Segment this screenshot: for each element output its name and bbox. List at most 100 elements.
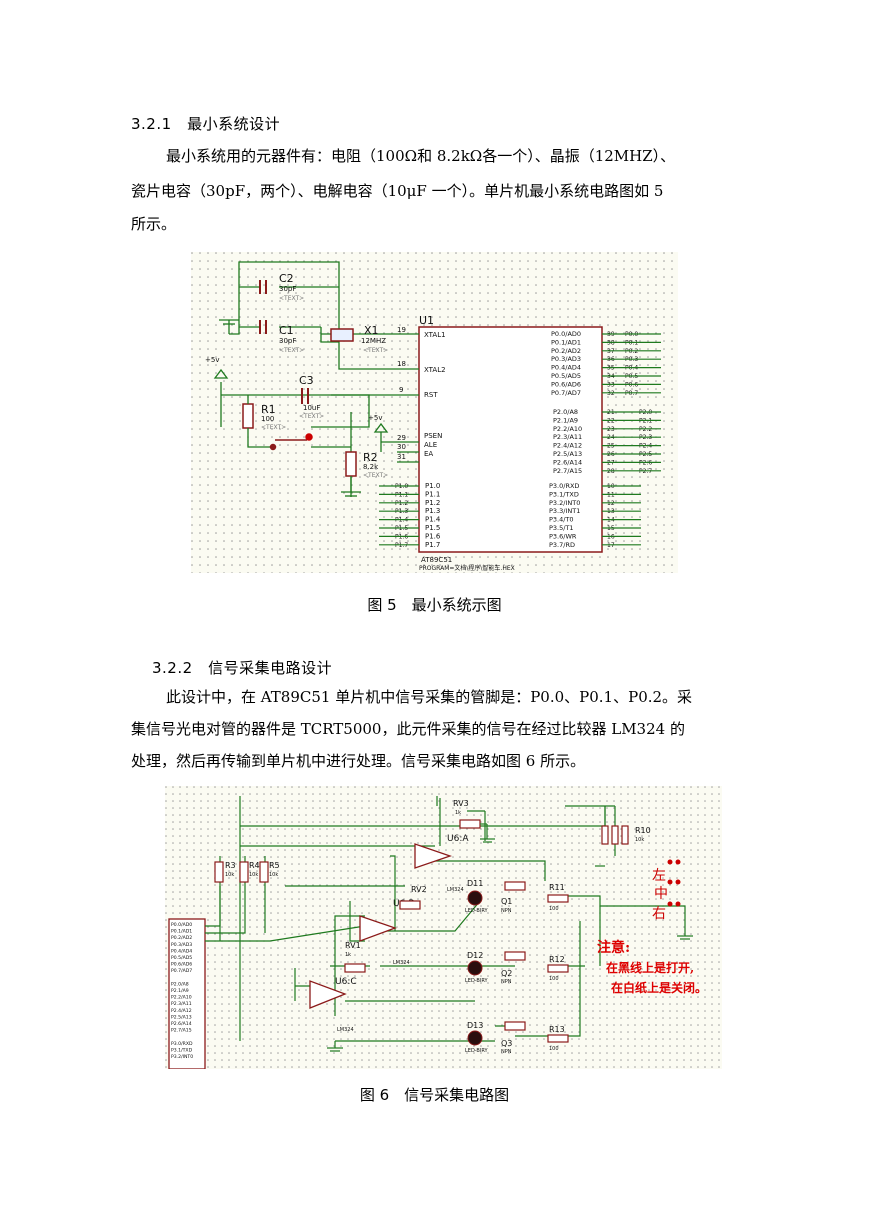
c1-value: 30pF bbox=[279, 337, 296, 345]
section-321-para-line1: 最小系统用的元器件有：电阻（100Ω和 8.2kΩ各一个）、晶振（12MHZ）、 bbox=[166, 147, 676, 165]
p0-pin-label: P0.2/AD2 bbox=[551, 347, 581, 355]
section-322-para-line2: 集信号光电对管的器件是 TCRT5000，此元件采集的信号在经过比较器 LM32… bbox=[131, 720, 685, 738]
rv1-value: 1k bbox=[345, 952, 351, 958]
mcu-pin-label: P2.5/A13 bbox=[171, 1014, 192, 1020]
mcu-pin-label: P0.0/AD0 bbox=[171, 922, 192, 928]
p3-pin-label: P3.3/INT1 bbox=[549, 507, 580, 515]
pin18: 18 bbox=[397, 360, 406, 368]
r1-text: <TEXT> bbox=[261, 424, 286, 431]
d11-type: LED-BIRY bbox=[465, 908, 488, 914]
section-321-para-line3: 所示。 bbox=[131, 215, 177, 233]
r11-value: 100 bbox=[549, 906, 559, 912]
psen-pin: PSEN bbox=[424, 432, 442, 440]
opamp-u6b bbox=[359, 915, 397, 942]
p1-pin-label: P1.6 bbox=[425, 532, 441, 540]
d13-type: LED-BIRY bbox=[465, 1048, 488, 1054]
r4-value: 10k bbox=[249, 872, 258, 878]
pin31: 31 bbox=[397, 453, 406, 461]
note-line2: 在白纸上是关闭。 bbox=[611, 980, 707, 995]
r2-text: <TEXT> bbox=[363, 472, 388, 479]
mcu-pin-label: P3.2/INT0 bbox=[171, 1054, 193, 1060]
mcu-pin-label: P0.5/AD5 bbox=[171, 955, 192, 961]
vcc-label: +5v bbox=[205, 356, 219, 364]
mcu-pin-label: P2.4/A12 bbox=[171, 1008, 192, 1014]
led-d12 bbox=[467, 960, 483, 976]
lm324-b: LM324 bbox=[393, 960, 410, 966]
figure-5-caption: 图 5 最小系统示图 bbox=[367, 596, 502, 614]
mcu-pin-label: P2.6/A14 bbox=[171, 1021, 192, 1027]
c3-label: C3 bbox=[299, 374, 314, 387]
u1-label: U1 bbox=[419, 314, 434, 327]
x1-value: 12MHZ bbox=[361, 337, 386, 345]
q3-type: NPN bbox=[501, 1049, 512, 1055]
mcu-pin-label: P2.1/A9 bbox=[171, 988, 189, 994]
section-322-para-line3: 处理，然后再传输到单片机中进行处理。信号采集电路如图 6 所示。 bbox=[131, 752, 586, 770]
section-322-para-line1: 此设计中，在 AT89C51 单片机中信号采集的管脚是：P0.0、P0.1、P0… bbox=[166, 688, 693, 706]
p0-pin-label: P0.5/AD5 bbox=[551, 372, 581, 380]
r12-value: 100 bbox=[549, 976, 559, 982]
p2-pin-label: P2.7/A15 bbox=[553, 467, 582, 475]
lm324-c: LM324 bbox=[337, 1027, 354, 1033]
label-right: 右 bbox=[652, 906, 666, 922]
mcu-pin-label: P0.7/AD7 bbox=[171, 968, 192, 974]
r13-label: R13 bbox=[549, 1025, 565, 1034]
q1-type: NPN bbox=[501, 908, 512, 914]
p0-pin-label: P0.0/AD0 bbox=[551, 330, 581, 338]
mcu-pin-label: P0.1/AD1 bbox=[171, 929, 192, 935]
c2-value: 30pF bbox=[279, 285, 296, 293]
pin30: 30 bbox=[397, 443, 406, 451]
led-d11 bbox=[467, 890, 483, 906]
figure-6-caption: 图 6 信号采集电路图 bbox=[359, 1086, 510, 1104]
mcu-pin-label: P3.1/TXD bbox=[171, 1047, 193, 1053]
r5-label: R5 bbox=[269, 861, 280, 870]
section-321-para-line2: 瓷片电容（30pF，两个）、电解电容（10μF 一个）。单片机最小系统电路图如 … bbox=[131, 182, 664, 200]
p2-pin-label: P2.4/A12 bbox=[553, 442, 582, 450]
rv2-label: RV2 bbox=[411, 885, 427, 894]
r13-value: 100 bbox=[549, 1046, 559, 1052]
chip-program: PROGRAM=文档\程序\智能车.HEX bbox=[419, 564, 515, 572]
mcu-pin-label: P0.4/AD4 bbox=[171, 948, 192, 954]
p2-pin-label: P2.1/A9 bbox=[553, 416, 578, 424]
c3-value: 10uF bbox=[303, 404, 320, 412]
r11-label: R11 bbox=[549, 883, 565, 892]
p3-pin-label: P3.7/RD bbox=[549, 541, 575, 549]
p3-pin-label: P3.0/RXD bbox=[549, 482, 579, 490]
rst-pin: RST bbox=[424, 391, 438, 399]
u1-chip-body bbox=[418, 326, 603, 553]
p2-pin-label: P2.0/A8 bbox=[553, 408, 578, 416]
p1-pin-label: P1.1 bbox=[425, 490, 440, 498]
mcu-pin-label: P2.0/A8 bbox=[171, 981, 189, 987]
opamp-u6c bbox=[309, 980, 347, 1009]
d13-label: D13 bbox=[467, 1021, 483, 1030]
rv3-label: RV3 bbox=[453, 799, 469, 808]
mcu-pin-label: P3.0/RXD bbox=[171, 1041, 193, 1047]
label-left: 左 bbox=[652, 868, 666, 884]
r2-label: R2 bbox=[363, 451, 378, 464]
section-322-title: 3.2.2 信号采集电路设计 bbox=[152, 659, 333, 677]
p0-pin-label: P0.3/AD3 bbox=[551, 355, 581, 363]
d11-label: D11 bbox=[467, 879, 483, 888]
mcu-pin-label: P0.6/AD6 bbox=[171, 962, 192, 968]
d12-type: LED-BIRY bbox=[465, 978, 488, 984]
mcu-chip-body bbox=[168, 918, 206, 1069]
ale-pin: ALE bbox=[424, 441, 437, 449]
mcu-pin-label: P2.7/A15 bbox=[171, 1028, 192, 1034]
c3-text: <TEXT> bbox=[299, 413, 324, 420]
r5-value: 10k bbox=[269, 872, 278, 878]
p2-pin-label: P2.2/A10 bbox=[553, 425, 582, 433]
p3-pin-label: P3.5/T1 bbox=[549, 524, 574, 532]
r10-label: R10 bbox=[635, 826, 651, 835]
vcc2-label: +5v bbox=[368, 414, 382, 422]
p0-pin-label: P0.6/AD6 bbox=[551, 380, 581, 388]
p1-pin-label: P1.3 bbox=[425, 507, 440, 515]
c1-text: <TEXT> bbox=[279, 347, 304, 354]
r1-label: R1 bbox=[261, 403, 276, 416]
x1-text: <TEXT> bbox=[363, 347, 388, 354]
section-321-title: 3.2.1 最小系统设计 bbox=[131, 115, 281, 133]
lm324-a: LM324 bbox=[447, 887, 464, 893]
led-d13 bbox=[467, 1030, 483, 1046]
q2-label: Q2 bbox=[501, 969, 512, 978]
p1-pin-label: P1.7 bbox=[425, 541, 440, 549]
ea-pin: EA bbox=[424, 450, 433, 458]
